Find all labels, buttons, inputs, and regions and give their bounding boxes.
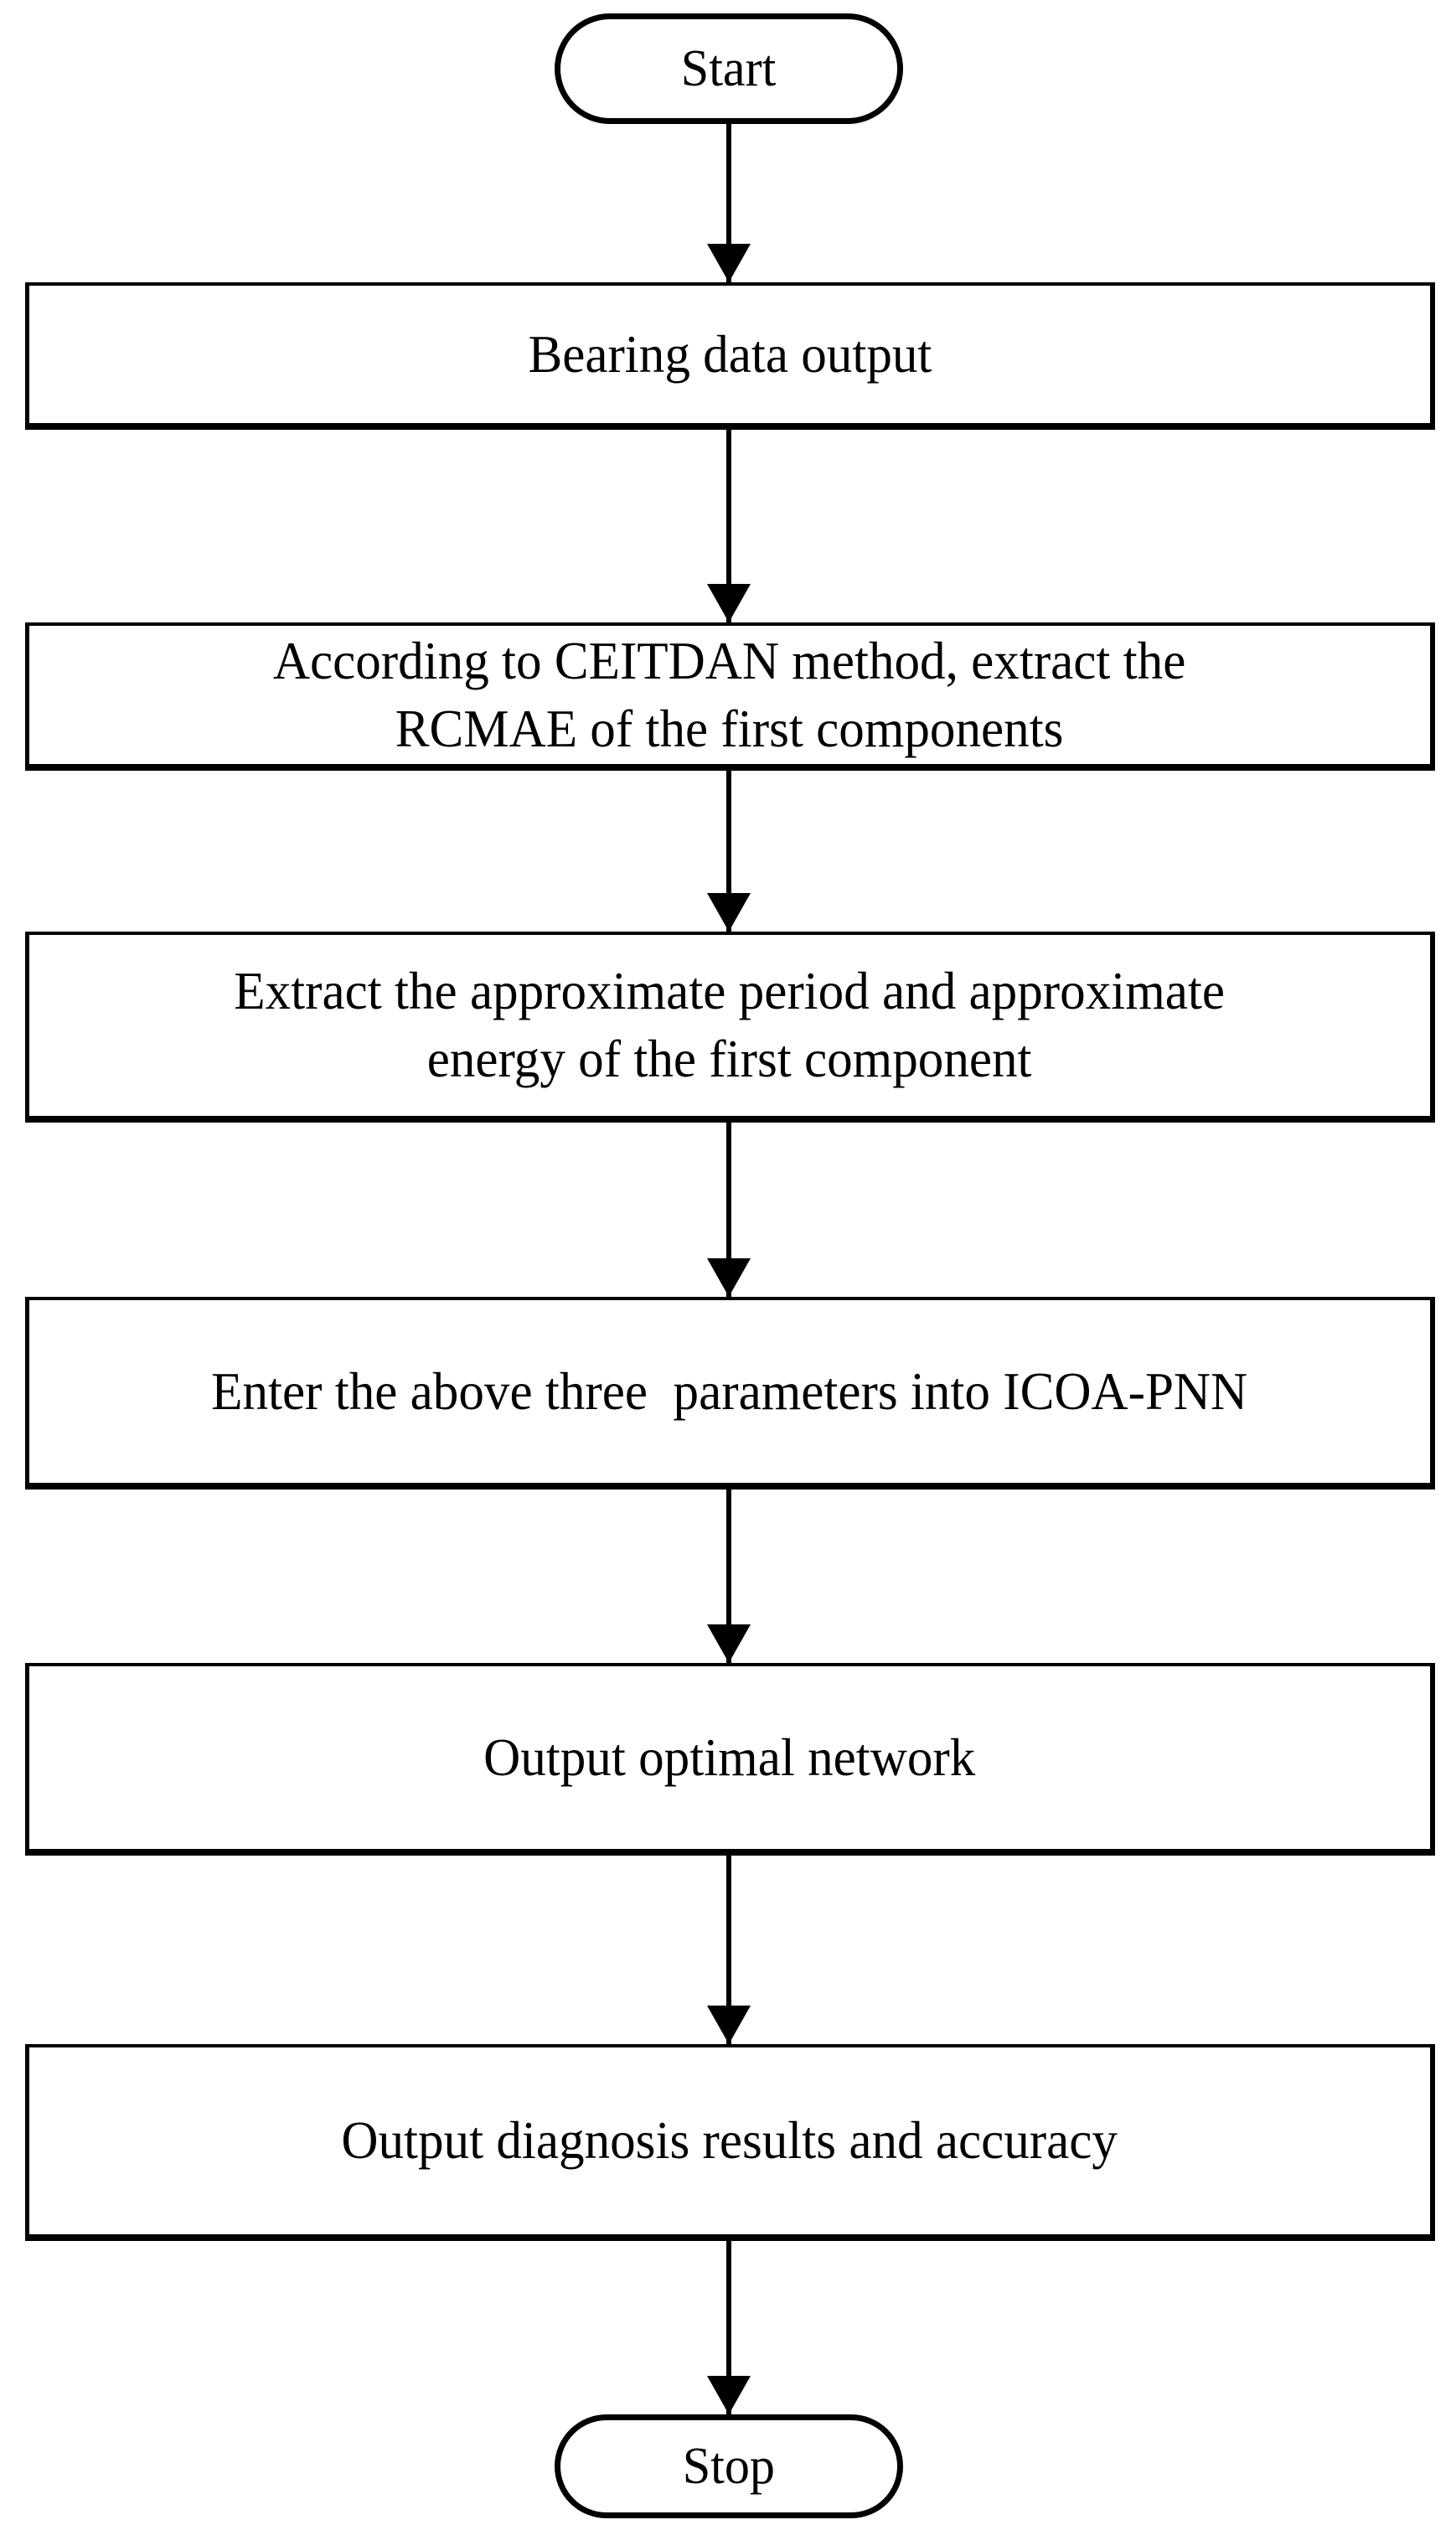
flowchart-node-ceitdan-extract-rcmae: According to CEITDAN method, extract the… [25, 622, 1435, 771]
flowchart-node-output-diagnosis-results: Output diagnosis results and accuracy [25, 2044, 1435, 2241]
arrow-down-icon-6 [707, 1856, 751, 2044]
flowchart-node-extract-period-energy: Extract the approximate period and appro… [25, 932, 1435, 1123]
flowchart-node-output-optimal-network: Output optimal network [25, 1663, 1435, 1856]
node-label-extract-period-energy: Extract the approximate period and appro… [234, 962, 1226, 1088]
node-label-enter-parameters-icoa-pnn: Enter the above three parameters into IC… [211, 1361, 1248, 1421]
node-label-bearing-data-output: Bearing data output [528, 324, 932, 384]
node-label-start: Start [681, 39, 777, 97]
flowchart-node-start: Start [555, 13, 903, 124]
arrow-down-icon-2 [707, 430, 751, 622]
arrow-down-icon-7 [707, 2241, 751, 2414]
arrow-down-icon-4 [707, 1123, 751, 1297]
node-label-output-diagnosis-results: Output diagnosis results and accuracy [341, 2111, 1118, 2171]
node-label-stop: Stop [682, 2437, 776, 2495]
arrow-down-icon-5 [707, 1490, 751, 1663]
arrow-down-icon-3 [707, 771, 751, 932]
node-label-ceitdan-extract-rcmae: According to CEITDAN method, extract the… [273, 631, 1186, 758]
flowchart-node-enter-parameters-icoa-pnn: Enter the above three parameters into IC… [25, 1297, 1435, 1490]
flowchart-node-bearing-data-output: Bearing data output [25, 282, 1435, 430]
node-label-output-optimal-network: Output optimal network [483, 1727, 976, 1787]
arrow-down-icon-1 [707, 124, 751, 282]
flowchart-node-stop: Stop [555, 2414, 903, 2518]
